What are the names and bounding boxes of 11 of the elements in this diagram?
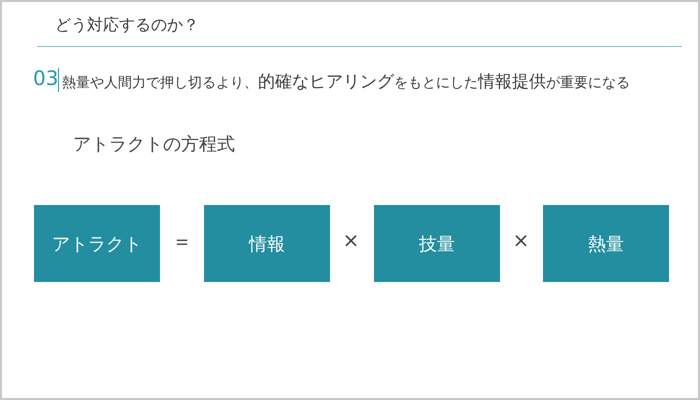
multiply-sign: × — [512, 228, 530, 252]
term-box: 情報 — [204, 205, 330, 282]
equals-sign: ＝ — [171, 228, 193, 255]
term-box: アトラクト — [34, 205, 160, 282]
slide-title: どう対応するのか？ — [55, 15, 199, 36]
key-message: 熱量や人間力で押し切るより、的確なヒアリングをもとにした情報提供が重要になる — [62, 71, 630, 93]
multiply-sign: × — [342, 228, 360, 252]
equation-heading: アトラクトの方程式 — [73, 133, 235, 156]
section-number: 03 — [33, 66, 58, 90]
term-box: 技量 — [374, 205, 500, 282]
term-box: 熱量 — [543, 205, 669, 282]
